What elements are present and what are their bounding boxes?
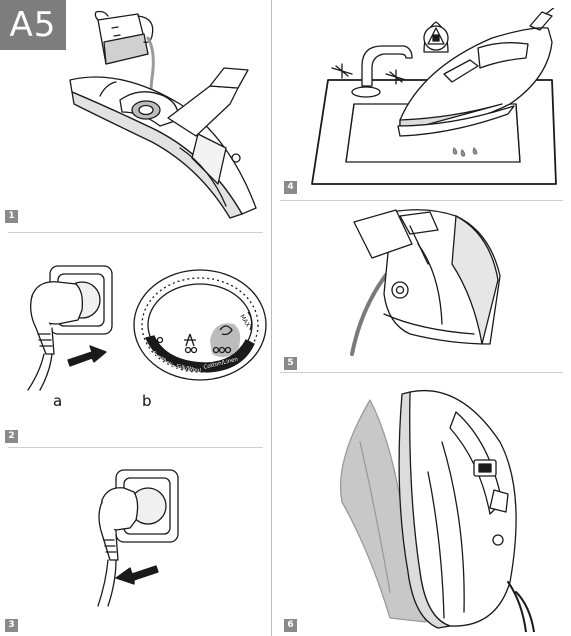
step-badge-2: 2 xyxy=(5,430,18,443)
plug-icon xyxy=(28,282,82,390)
divider-left-1 xyxy=(8,232,263,233)
step-badge-1: 1 xyxy=(5,210,18,223)
step-badge-6: 6 xyxy=(284,619,297,632)
step-badge-3: 3 xyxy=(5,619,18,632)
temperature-dial-icon: Cotton/Linen Silk/Wool Synthetic MAX xyxy=(130,266,270,384)
panel-6-illustration xyxy=(330,382,552,632)
divider-right-1 xyxy=(280,200,563,201)
panel-2a-illustration xyxy=(18,262,118,392)
caption-b: b xyxy=(142,392,152,410)
arrow-icon xyxy=(116,566,158,584)
water-jug-icon xyxy=(95,12,152,65)
warning-triangle-icon xyxy=(424,22,448,52)
panel-4-illustration xyxy=(302,8,564,190)
step-badge-4: 4 xyxy=(284,181,297,194)
caption-a: a xyxy=(53,392,62,410)
section-label: A5 xyxy=(0,0,66,50)
iron-icon xyxy=(354,210,500,344)
arrow-icon xyxy=(68,346,106,366)
panel-5-illustration xyxy=(340,204,510,360)
panel-3-illustration xyxy=(80,462,200,612)
divider-right-2 xyxy=(280,372,563,373)
step-badge-5: 5 xyxy=(284,357,297,370)
iron-icon xyxy=(70,68,256,218)
iron-icon xyxy=(399,391,534,632)
column-divider xyxy=(271,0,272,636)
panel-1-illustration xyxy=(60,8,270,220)
divider-left-2 xyxy=(8,447,263,448)
plug-icon xyxy=(98,488,138,606)
